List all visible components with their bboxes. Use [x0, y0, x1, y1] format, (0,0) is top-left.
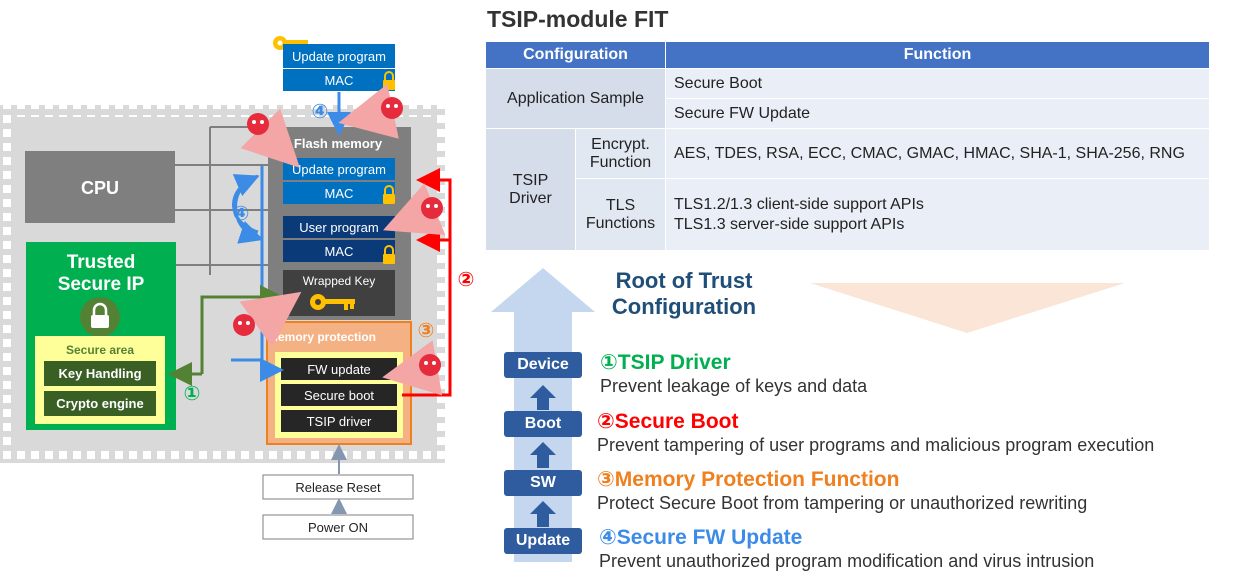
secure-boot-box	[281, 384, 397, 406]
lock-icon-shackle	[92, 302, 108, 315]
layer-step-arrows	[530, 385, 556, 527]
flash-update-program-box	[283, 158, 395, 180]
flash-mac2-box	[283, 240, 395, 262]
virus-icon	[381, 97, 403, 119]
driver-func-encrypt: AES, TDES, RSA, ECC, CMAC, GMAC, HMAC, S…	[665, 128, 1210, 179]
feature-3-desc: Protect Secure Boot from tampering or un…	[597, 493, 1088, 513]
virus-icons	[233, 97, 443, 376]
label-4-left: ④	[233, 203, 250, 225]
flash-user-program-label: User program	[299, 220, 378, 235]
crypto-engine-box	[44, 391, 156, 416]
key-icon	[310, 294, 355, 310]
feature-2-desc: Prevent tampering of user programs and m…	[597, 435, 1155, 455]
wrapped-key-label: Wrapped Key	[303, 274, 376, 288]
layer-device: Device	[504, 352, 582, 378]
layer-sw: SW	[504, 470, 582, 496]
driver-config: TSIP Driver	[485, 128, 576, 251]
flash-update-program-label: Update program	[292, 162, 386, 177]
cpu-label: CPU	[81, 178, 119, 198]
table-pointer-shape	[810, 283, 1125, 333]
flash-mac1-label: MAC	[325, 186, 354, 201]
feature-2-title: ②Secure Boot	[597, 410, 739, 433]
trusted-ip-label-line1: Trusted	[67, 252, 136, 273]
root-of-trust-title: Root of Trust Configuration	[611, 268, 757, 319]
cpu-block	[25, 151, 175, 223]
driver-func-tls: TLS1.2/1.3 client-side support APIs TLS1…	[665, 178, 1210, 251]
feature-1-desc: Prevent leakage of keys and data	[600, 376, 868, 396]
secure-area-label: Secure area	[66, 343, 134, 357]
tls-line-1: TLS1.2/1.3 client-side support APIs	[674, 195, 924, 213]
tsip-driver-label: TSIP driver	[307, 414, 372, 429]
virus-icon	[233, 314, 255, 336]
tls-line-2: TLS1.3 server-side support APIs	[674, 215, 905, 233]
key-handling-label: Key Handling	[58, 366, 141, 381]
feature-3-title: ③Memory Protection Function	[597, 468, 900, 491]
flash-user-program-box	[283, 216, 395, 238]
driver-sub-encrypt: Encrypt. Function	[575, 128, 666, 179]
flash-mac2-label: MAC	[325, 244, 354, 259]
app-sample-func-2: Secure FW Update	[665, 98, 1210, 129]
mac2-lock-icon	[383, 245, 395, 264]
key-handling-box	[44, 361, 156, 386]
top-mac-label: MAC	[325, 73, 354, 88]
app-sample-config: Application Sample	[485, 68, 666, 129]
page-title: TSIP-module FIT	[487, 6, 669, 32]
virus-icon	[419, 354, 441, 376]
flash-memory-label: Flash memory	[294, 136, 383, 151]
power-on-box	[262, 514, 414, 540]
feature-4-desc: Prevent unauthorized program modificatio…	[599, 551, 1095, 571]
virus-icon	[247, 113, 269, 135]
fw-update-box	[281, 358, 397, 380]
label-3: ③	[418, 320, 435, 342]
layer-update: Update	[504, 528, 582, 554]
app-sample-func-1: Secure Boot	[665, 68, 1210, 99]
table-row: Application Sample Secure Boot	[485, 68, 1210, 129]
top-update-program-box	[283, 44, 395, 68]
fit-table: Configuration Function Application Sampl…	[485, 41, 1210, 251]
label-4-top: ④	[312, 101, 329, 123]
fw-update-label: FW update	[307, 362, 371, 377]
crypto-engine-label: Crypto engine	[56, 396, 143, 411]
secure-boot-label: Secure boot	[304, 388, 374, 403]
wrapped-key-box	[283, 270, 395, 316]
label-1: ①	[184, 383, 201, 405]
feature-1-title: ①TSIP Driver	[600, 351, 731, 374]
tsip-driver-box	[281, 410, 397, 432]
lock-icon-body	[91, 315, 109, 328]
driver-sub-tls: TLS Functions	[575, 178, 666, 251]
layer-boot: Boot	[504, 411, 582, 437]
power-on-label: Power ON	[308, 520, 368, 535]
release-reset-label: Release Reset	[295, 480, 381, 495]
table-header-row: Configuration Function	[485, 41, 1210, 69]
top-update-program-label: Update program	[292, 49, 386, 64]
memory-protection-label: Memory protection	[268, 330, 376, 344]
virus-icon	[421, 197, 443, 219]
table-row: TLS Functions TLS1.2/1.3 client-side sup…	[486, 178, 1210, 251]
header-function: Function	[665, 41, 1210, 69]
feature-4-title: ④Secure FW Update	[599, 526, 803, 549]
label-2: ②	[458, 269, 475, 291]
table-row: TSIP Driver Encrypt. Function AES, TDES,…	[485, 128, 1210, 251]
trusted-ip-label-line2: Secure IP	[58, 274, 145, 295]
flash-mac1-box	[283, 182, 395, 204]
header-configuration: Configuration	[485, 41, 666, 69]
